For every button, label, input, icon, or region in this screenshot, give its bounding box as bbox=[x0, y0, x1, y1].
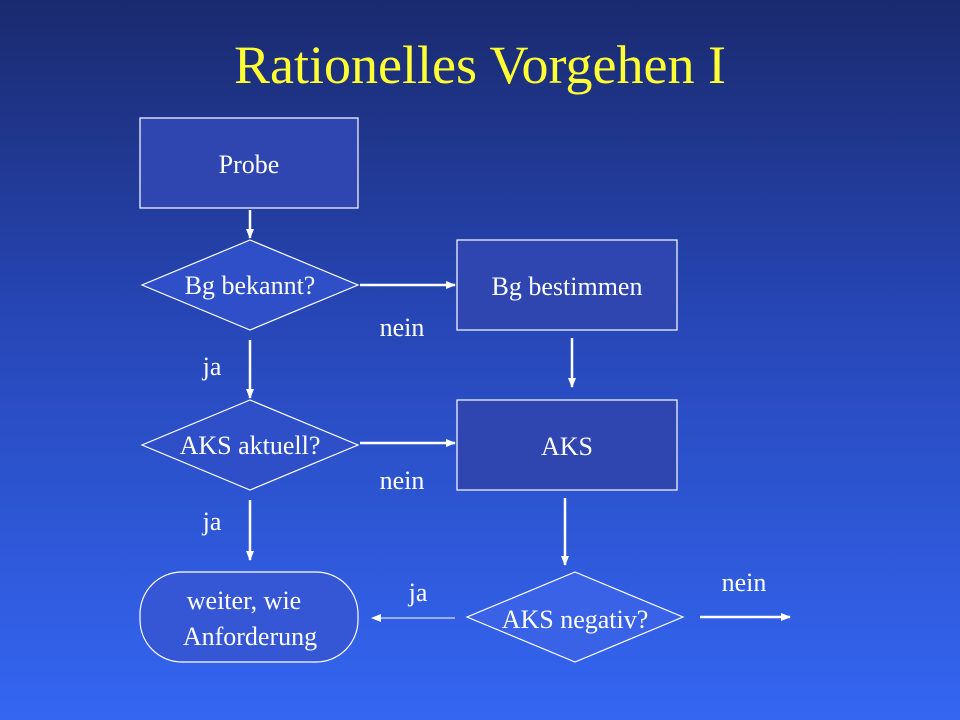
node-aks-label: AKS bbox=[541, 432, 593, 461]
node-aks-current-label: AKS aktuell? bbox=[180, 431, 321, 460]
edge-label-aks-current-no: nein bbox=[380, 466, 425, 495]
edge-label-bg-known-yes: ja bbox=[202, 352, 222, 381]
node-aks-negative-label: AKS negativ? bbox=[502, 605, 649, 634]
node-aks-negative-diamond bbox=[465, 571, 685, 663]
node-bg-determine-box bbox=[456, 239, 678, 331]
node-continue-label-line1: weiter, wie bbox=[187, 586, 301, 615]
node-aks-current-diamond bbox=[140, 399, 360, 491]
node-continue: weiter, wie Anforderung bbox=[139, 571, 359, 663]
edge-label-aks-negative-yes: ja bbox=[408, 578, 428, 607]
node-bg-determine: Bg bestimmen bbox=[456, 239, 678, 331]
node-probe-box bbox=[139, 117, 359, 209]
node-aks: AKS bbox=[456, 399, 678, 491]
node-bg-known-diamond bbox=[140, 239, 360, 331]
node-probe-label: Probe bbox=[219, 150, 280, 179]
edge-label-aks-current-yes: ja bbox=[202, 507, 222, 536]
node-aks-current: AKS aktuell? bbox=[140, 399, 360, 491]
edge-label-aks-negative-no: nein bbox=[722, 568, 767, 597]
node-bg-known-label: Bg bekannt? bbox=[185, 271, 316, 300]
node-probe: Probe bbox=[139, 117, 359, 209]
node-aks-box bbox=[456, 399, 678, 491]
node-bg-determine-label: Bg bestimmen bbox=[492, 272, 643, 301]
node-continue-box bbox=[139, 571, 359, 663]
node-continue-label-line2: Anforderung bbox=[183, 622, 317, 651]
slide-title: Rationelles Vorgehen I bbox=[234, 35, 726, 95]
node-aks-negative: AKS negativ? bbox=[465, 571, 685, 663]
edge-label-bg-known-no: nein bbox=[380, 313, 425, 342]
node-bg-known: Bg bekannt? bbox=[140, 239, 360, 331]
